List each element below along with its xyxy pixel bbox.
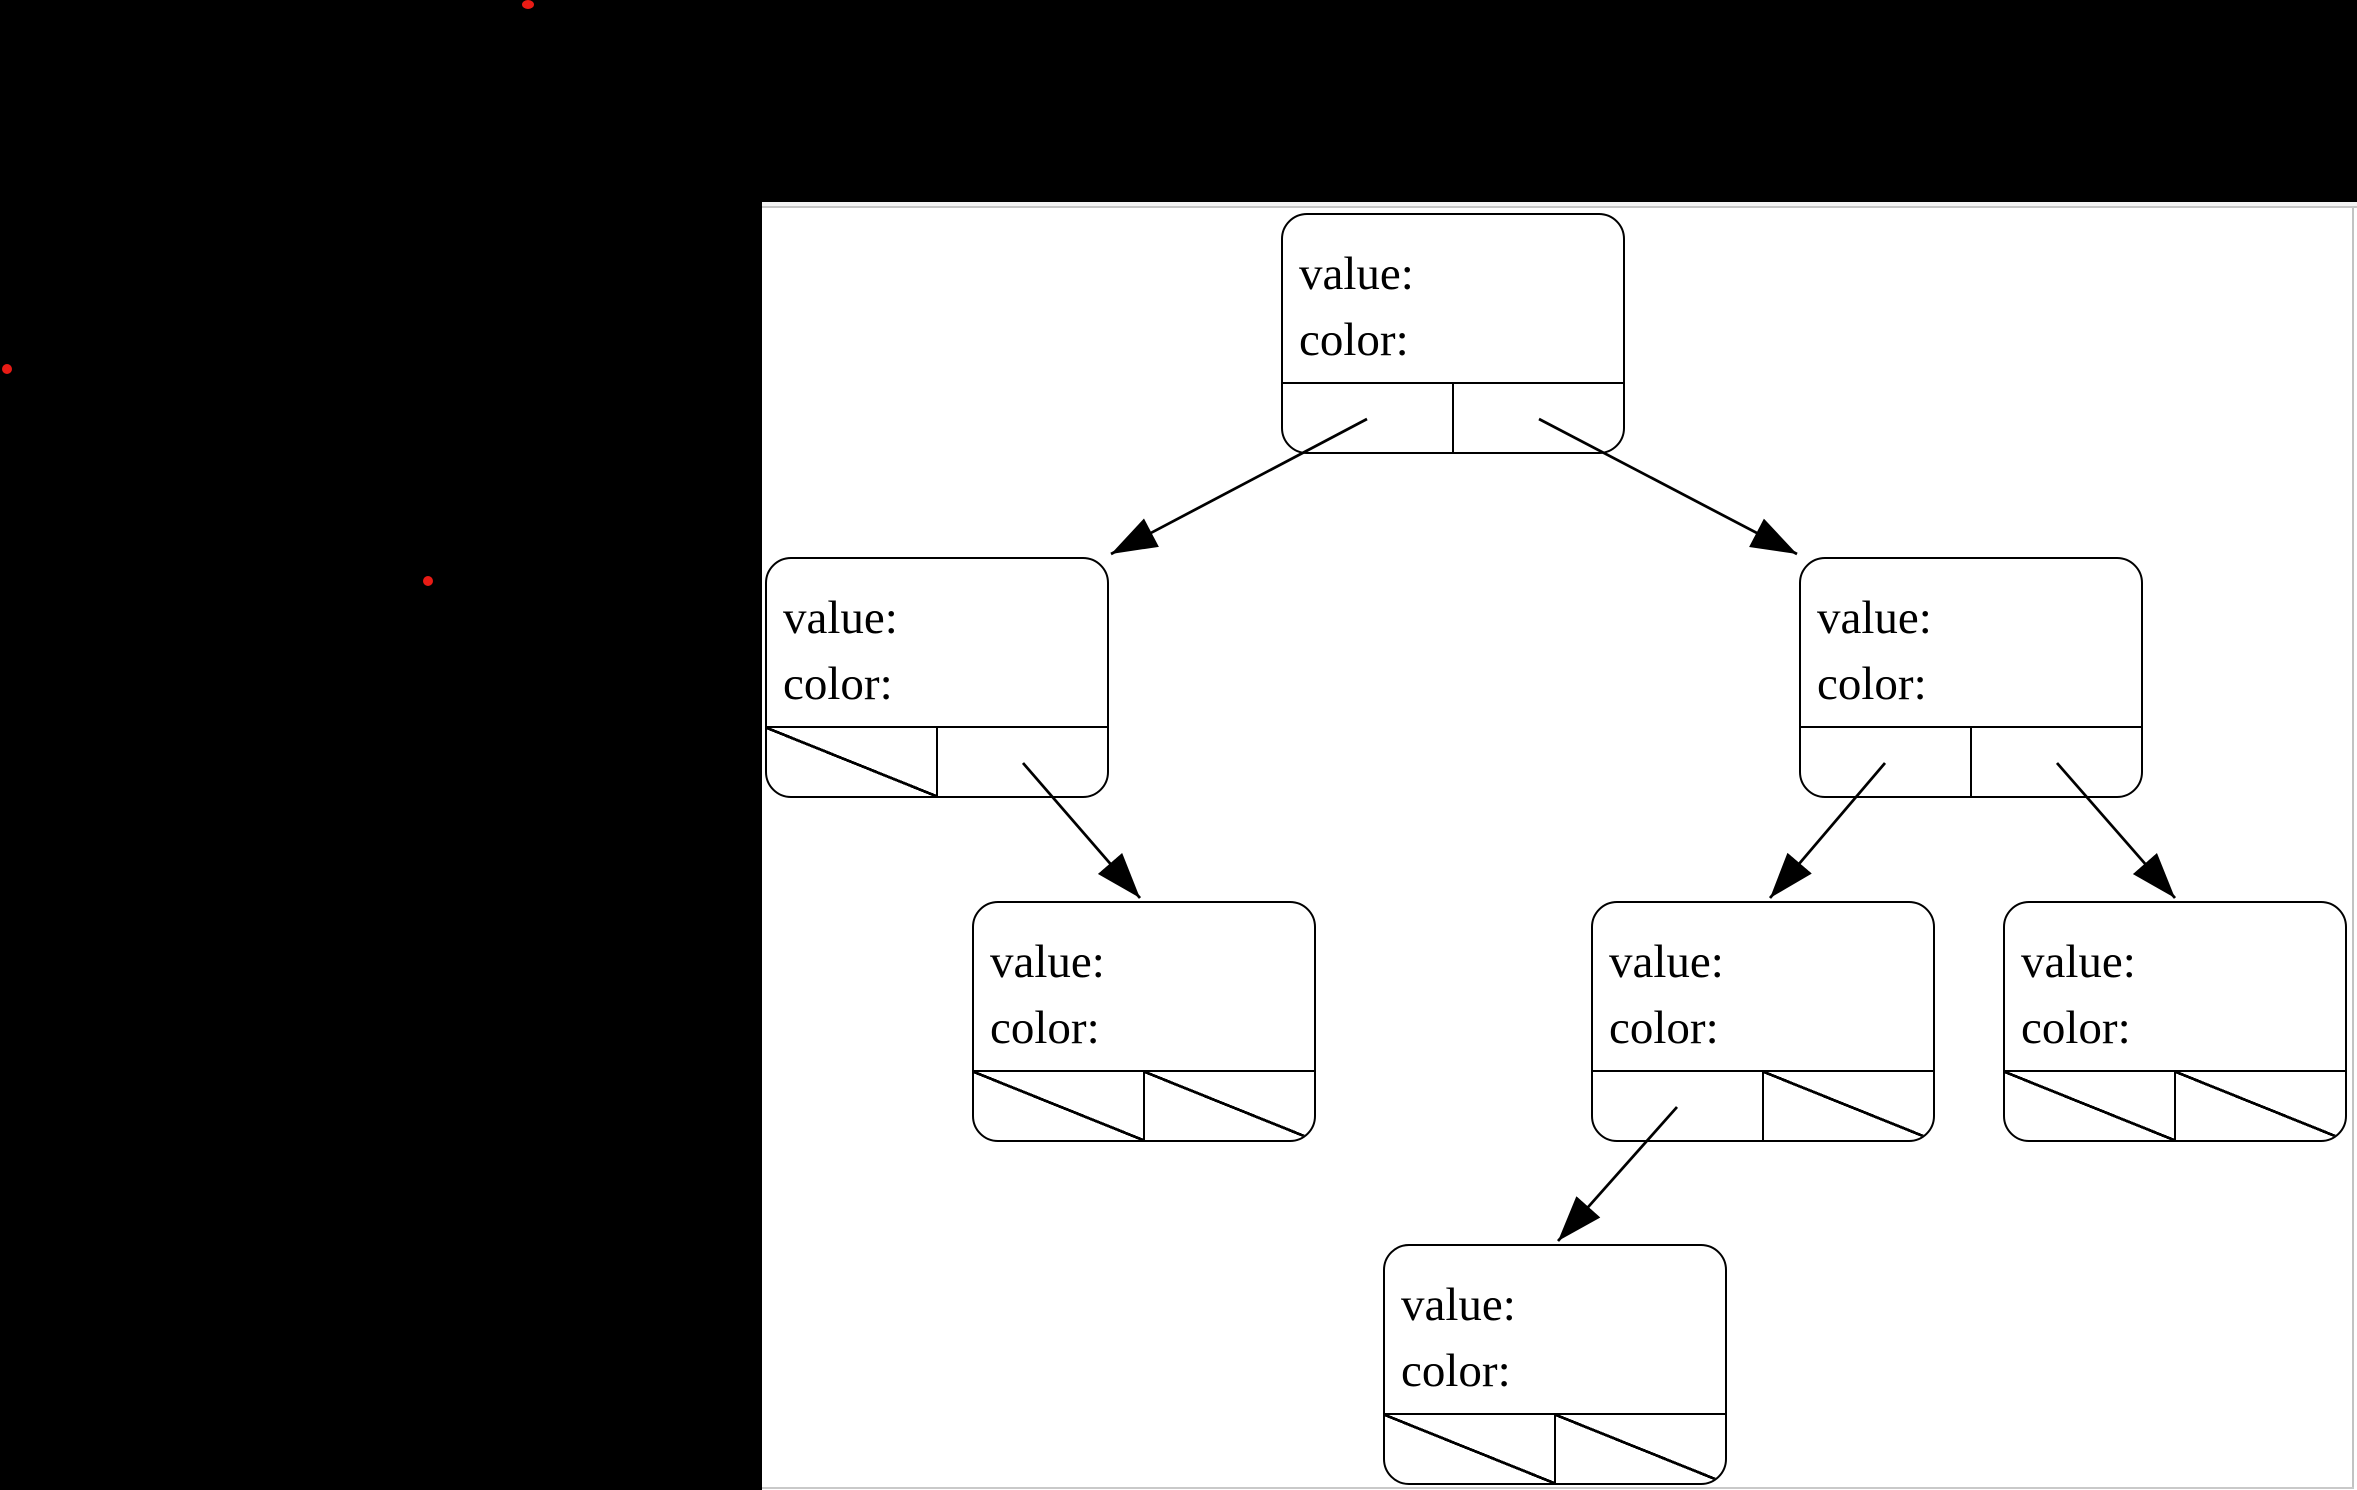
color-label: color:	[1609, 1002, 1719, 1054]
left-pointer-cell	[767, 728, 938, 796]
color-label: color:	[1401, 1345, 1511, 1397]
color-label: color:	[783, 658, 893, 710]
right-pointer-cell	[1972, 728, 2141, 796]
pointer-row	[1593, 1070, 1933, 1140]
color-label: color:	[990, 1002, 1100, 1054]
tree-node-left: value: color:	[765, 557, 1109, 798]
canvas-right-border	[2352, 208, 2354, 1487]
value-label: value:	[1817, 592, 1932, 644]
tree-node-right-right: value: color:	[2003, 901, 2347, 1142]
value-label: value:	[783, 592, 898, 644]
right-pointer-cell	[1764, 1072, 1933, 1140]
canvas-top-border	[762, 206, 2357, 208]
value-label: value:	[990, 936, 1105, 988]
pointer-row	[1385, 1413, 1725, 1483]
tree-node-left-right: value: color:	[972, 901, 1316, 1142]
color-label: color:	[2021, 1002, 2131, 1054]
value-label: value:	[1609, 936, 1724, 988]
right-pointer-cell	[1454, 384, 1623, 452]
canvas-top-strip	[762, 202, 2357, 206]
pointer-row	[1801, 726, 2141, 796]
right-pointer-cell	[938, 728, 1107, 796]
tree-node-right: value: color:	[1799, 557, 2143, 798]
right-pointer-cell	[1145, 1072, 1314, 1140]
cursor-dot	[522, 0, 534, 9]
color-label: color:	[1817, 658, 1927, 710]
tree-node-root: value: color:	[1281, 213, 1625, 454]
pointer-row	[1283, 382, 1623, 452]
left-pointer-cell	[1801, 728, 1972, 796]
left-pointer-cell	[1283, 384, 1454, 452]
right-pointer-cell	[1556, 1415, 1725, 1483]
value-label: value:	[1401, 1279, 1516, 1331]
tree-node-right-left: value: color:	[1591, 901, 1935, 1142]
left-pointer-cell	[974, 1072, 1145, 1140]
pointer-row	[974, 1070, 1314, 1140]
tree-node-bottom: value: color:	[1383, 1244, 1727, 1485]
pointer-row	[2005, 1070, 2345, 1140]
cursor-dot	[423, 576, 433, 586]
canvas-bottom-border	[762, 1487, 2354, 1489]
diagram-canvas: value: color: value: color: value: color…	[762, 202, 2357, 1490]
left-pointer-cell	[2005, 1072, 2176, 1140]
cursor-dot	[2, 364, 12, 374]
left-pointer-cell	[1593, 1072, 1764, 1140]
value-label: value:	[2021, 936, 2136, 988]
left-pointer-cell	[1385, 1415, 1556, 1483]
color-label: color:	[1299, 314, 1409, 366]
pointer-row	[767, 726, 1107, 796]
right-pointer-cell	[2176, 1072, 2345, 1140]
value-label: value:	[1299, 248, 1414, 300]
